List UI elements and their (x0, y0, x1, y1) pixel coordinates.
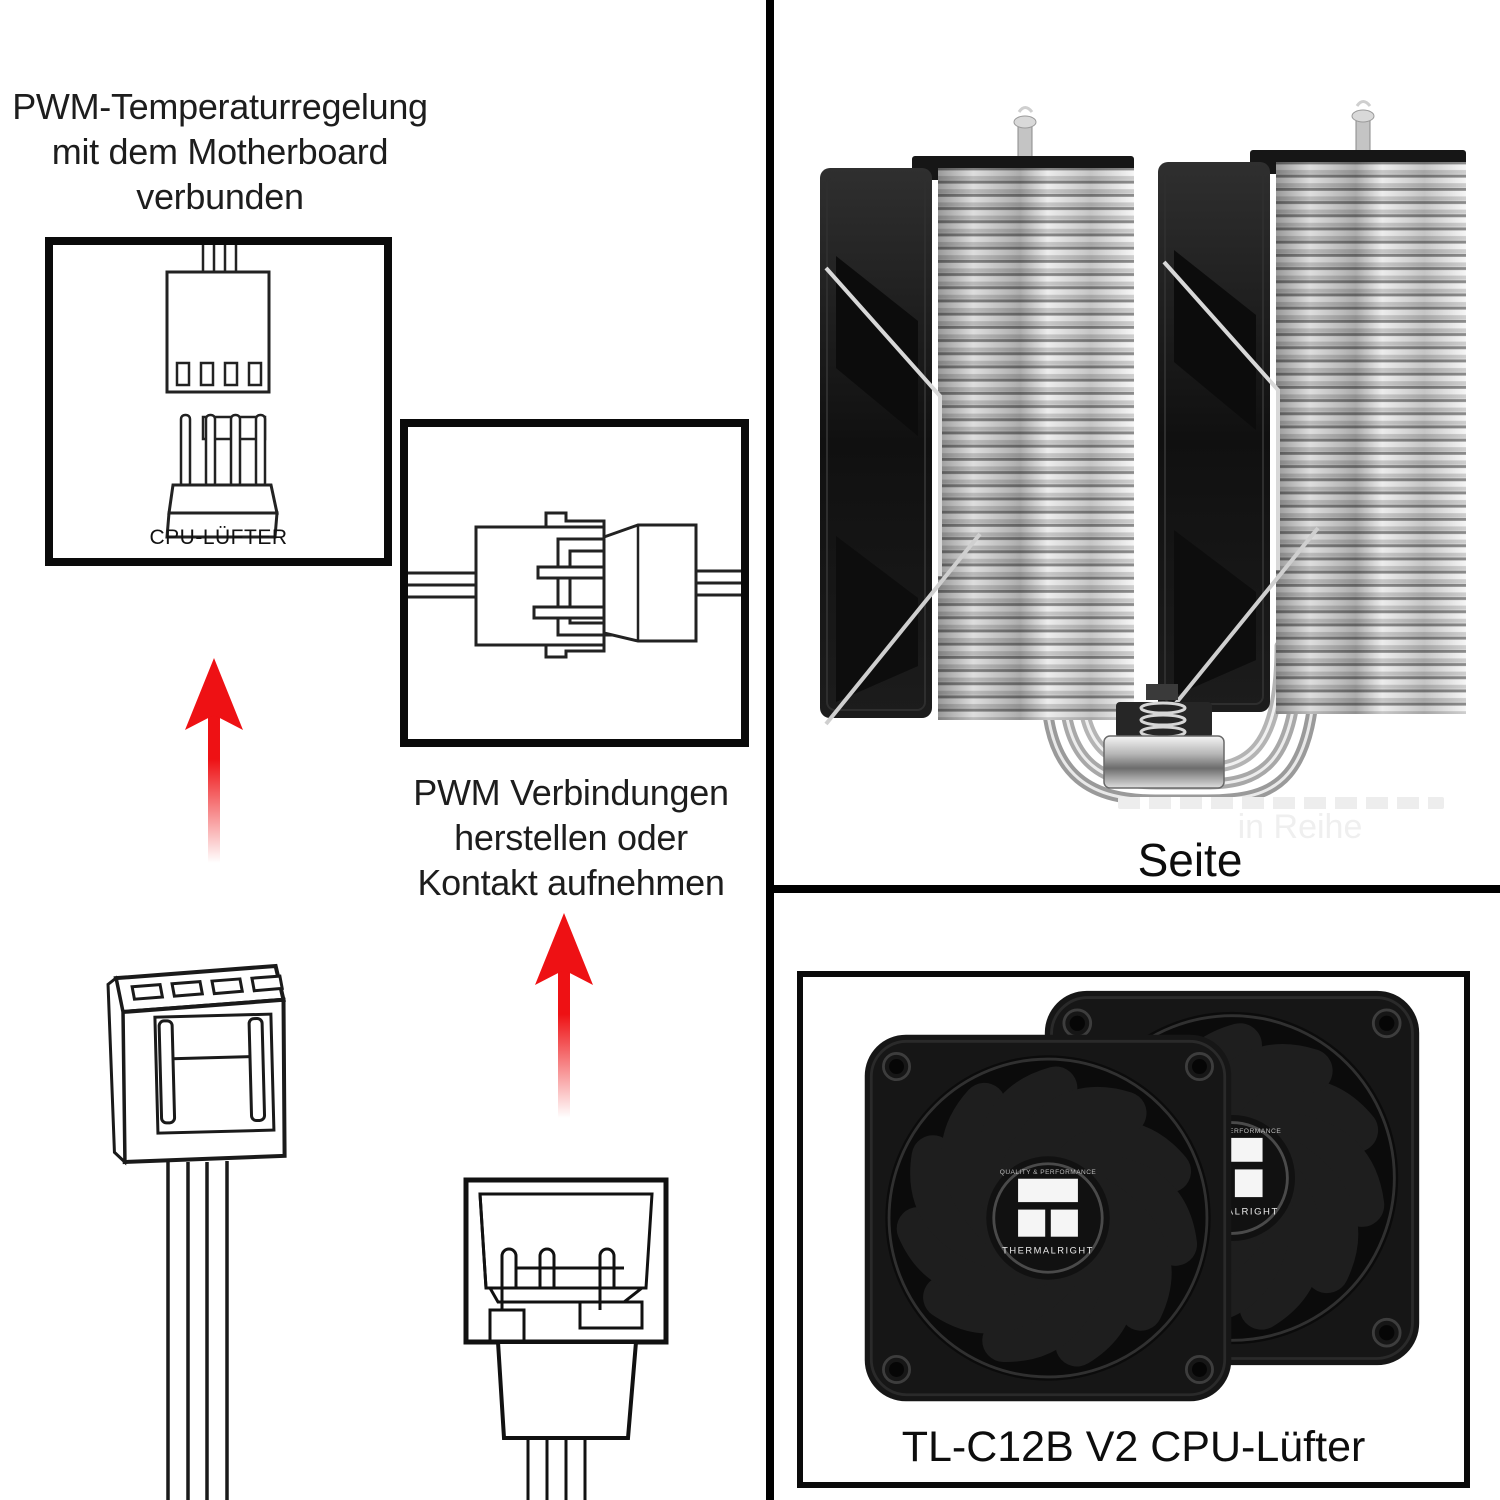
vertical-divider (766, 0, 774, 1500)
pwm-title-line: PWM-Temperaturregelung (12, 86, 428, 127)
pwm-instruction-line: PWM Verbindungen (413, 772, 729, 813)
cpu-cooler-side-view (820, 100, 1466, 806)
pwm-mating-illustration (408, 511, 741, 659)
watermark-artifact (1118, 797, 1444, 809)
tl-c12b-fans-illustration: QUALITY & PERFORMANCE THERMALRIGHT (803, 977, 1464, 1482)
side-view-caption: Seite (1137, 834, 1243, 886)
cpu-fan-label: CPU-LÜFTER (149, 526, 288, 549)
watermark-text: in Reihe (1237, 808, 1363, 846)
fan-socket-front-illustration (463, 1177, 669, 1500)
pwm-title-line: verbunden (136, 176, 304, 217)
cooler-tower (1158, 100, 1466, 720)
tl-c12b-fan-front (865, 1035, 1232, 1402)
pwm-title: PWM-Temperaturregelung mit dem Motherboa… (0, 84, 440, 219)
pwm-instruction: PWM Verbindungen herstellen oder Kontakt… (378, 770, 764, 905)
fan-plug-perspective-illustration (106, 963, 287, 1500)
horizontal-divider (766, 885, 1500, 893)
up-arrow-icon (535, 913, 593, 1118)
fan-model-caption: TL-C12B V2 CPU-Lüfter (901, 1423, 1366, 1471)
cooler-base (1103, 684, 1225, 789)
pwm-instruction-line: herstellen oder (454, 817, 688, 858)
fan-product-box: QUALITY & PERFORMANCE THERMALRIGHT TL-C1… (797, 971, 1470, 1488)
pwm-instruction-line: Kontakt aufnehmen (417, 862, 725, 903)
up-arrow-icon (185, 658, 243, 863)
cooler-tower (820, 106, 1134, 726)
pwm-title-line: mit dem Motherboard (51, 131, 389, 172)
cpu-fan-connector-illustration (165, 245, 279, 539)
pwm-mating-box (400, 419, 749, 747)
cpu-fan-connector-box: CPU-LÜFTER (45, 237, 392, 566)
